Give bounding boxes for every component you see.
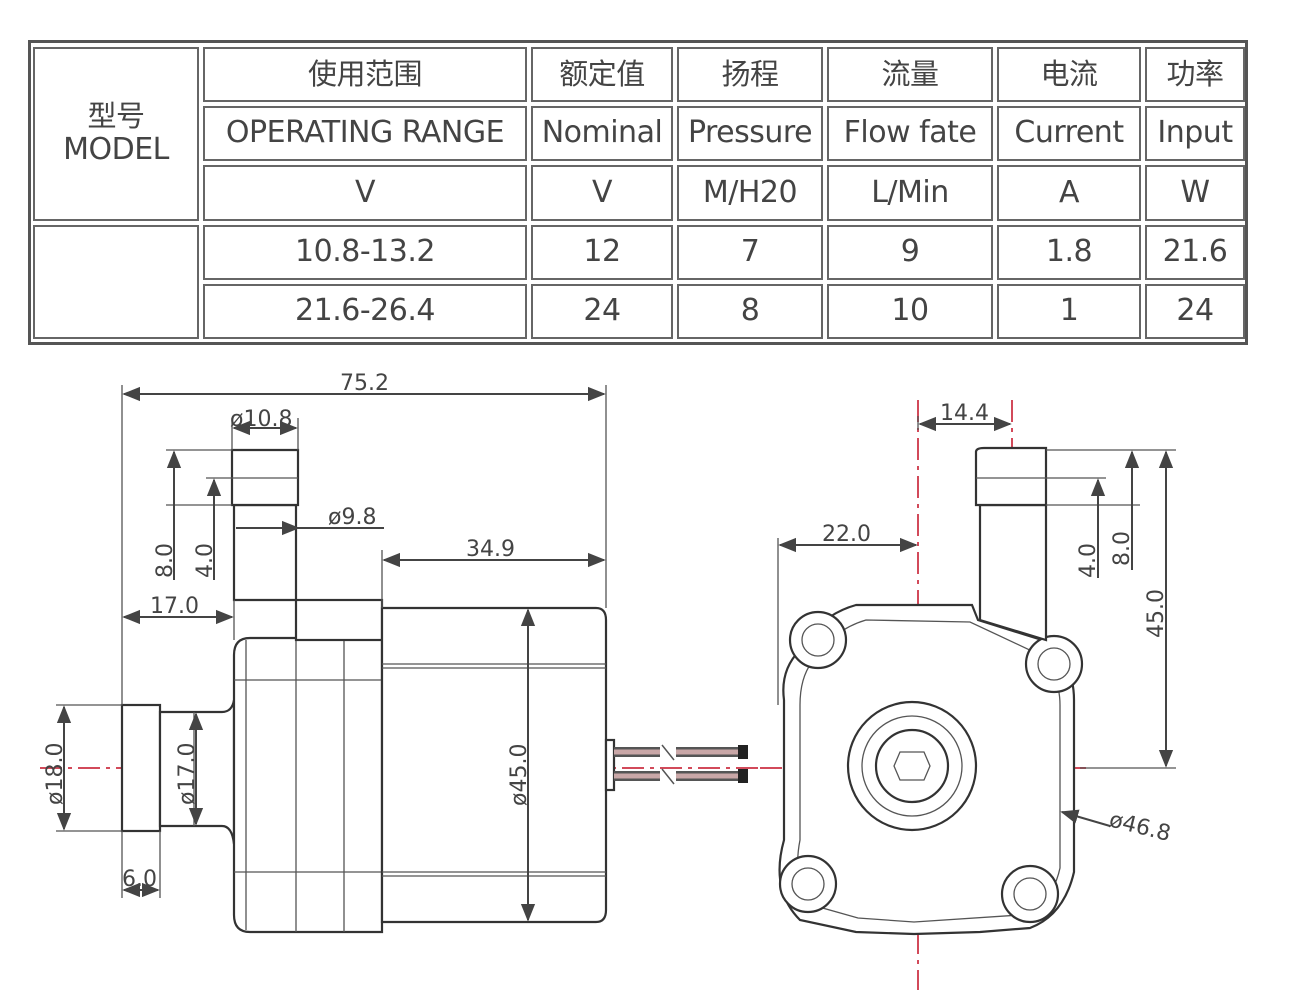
mount-hole-tr-inner (1037, 647, 1071, 681)
model-en-label: MODEL (63, 132, 169, 168)
row1-input: 21.6 (1145, 225, 1245, 280)
model-header-cell: 型号 MODEL (33, 47, 199, 221)
row1-current: 1.8 (997, 225, 1141, 280)
unit-current: A (997, 165, 1141, 221)
header-zh-input: 功率 (1145, 47, 1245, 102)
header-en-current: Current (997, 106, 1141, 161)
dim-front-8: 8.0 (1110, 531, 1135, 566)
header-zh-pressure: 扬程 (677, 47, 823, 102)
row1-pressure: 7 (677, 225, 823, 280)
dim-side-4: 4.0 (193, 543, 218, 578)
mount-hole-br-inner (1013, 877, 1047, 911)
cable-grommet (604, 738, 616, 792)
dim-side-8: 8.0 (153, 543, 178, 578)
dim-motor-dia: ø45.0 (507, 744, 532, 806)
mount-hole-tl-inner (801, 623, 835, 657)
header-en-flow: Flow fate (827, 106, 993, 161)
cable (614, 744, 748, 785)
front-view: 14.4 22.0 4.0 8.0 45.0 ø46.8 (760, 400, 1176, 990)
mount-hole-bl (778, 854, 838, 914)
dim-outlet-dia: ø10.8 (230, 407, 292, 432)
mount-hole-tr (1024, 634, 1084, 694)
header-en-pressure: Pressure (677, 106, 823, 161)
center-boss-inner (874, 728, 950, 804)
mount-hole-tl (788, 610, 848, 670)
model-zh-label: 型号 (87, 99, 145, 134)
center-boss-ring (861, 715, 963, 817)
row1-flow: 9 (827, 225, 993, 280)
front-outlet-tube (978, 503, 1048, 642)
dim-side-17: 17.0 (150, 594, 199, 619)
row2-current: 1 (997, 284, 1141, 339)
row2-pressure: 8 (677, 284, 823, 339)
header-zh-flow: 流量 (827, 47, 993, 102)
dim-outlet-neck-dia: ø9.8 (328, 505, 376, 530)
header-zh-range: 使用范围 (203, 47, 527, 102)
row2-input: 24 (1145, 284, 1245, 339)
dim-side-6: 6.0 (122, 867, 157, 892)
header-zh-nominal: 额定值 (531, 47, 673, 102)
dim-inlet-outer: ø18.0 (43, 743, 68, 805)
mount-hole-br (1000, 864, 1060, 924)
row1-range: 10.8-13.2 (203, 225, 527, 280)
row2-nominal: 24 (531, 284, 673, 339)
mount-hole-bl-inner (791, 867, 825, 901)
pump-housing (232, 636, 384, 934)
model-value-cell (33, 225, 199, 339)
unit-nominal: V (531, 165, 673, 221)
header-zh-current: 电流 (997, 47, 1141, 102)
unit-range: V (203, 165, 527, 221)
dim-front-22: 22.0 (822, 522, 871, 547)
unit-input: W (1145, 165, 1245, 221)
outlet-tube (232, 503, 298, 602)
header-en-input: Input (1145, 106, 1245, 161)
unit-pressure: M/H20 (677, 165, 823, 221)
dim-front-4: 4.0 (1076, 543, 1101, 578)
housing-top-block (294, 598, 384, 642)
header-en-nominal: Nominal (531, 106, 673, 161)
dim-468-leader (1060, 809, 1111, 827)
dim-flange-dia: ø46.8 (1107, 808, 1174, 847)
unit-flow: L/Min (827, 165, 993, 221)
dim-motor-length: 34.9 (466, 537, 515, 562)
motor-body (380, 606, 608, 924)
dim-inlet-inner: ø17.0 (175, 743, 200, 805)
inlet-ring (120, 703, 162, 833)
row2-flow: 10 (827, 284, 993, 339)
dim-front-45: 45.0 (1144, 589, 1169, 638)
dim-front-14-4: 14.4 (940, 401, 989, 426)
side-view: 75.2 ø10.8 ø9.8 34.9 8.0 4.0 17.0 ø18.0 … (40, 371, 760, 934)
row2-range: 21.6-26.4 (203, 284, 527, 339)
row1-nominal: 12 (531, 225, 673, 280)
dim-overall-length: 75.2 (340, 371, 389, 396)
header-en-range: OPERATING RANGE (203, 106, 527, 161)
impeller-slot (893, 751, 931, 781)
front-outlet-barb (974, 446, 1048, 507)
spec-table: 型号 MODEL 使用范围 额定值 扬程 流量 电流 功率 OPERATING … (28, 40, 1248, 345)
